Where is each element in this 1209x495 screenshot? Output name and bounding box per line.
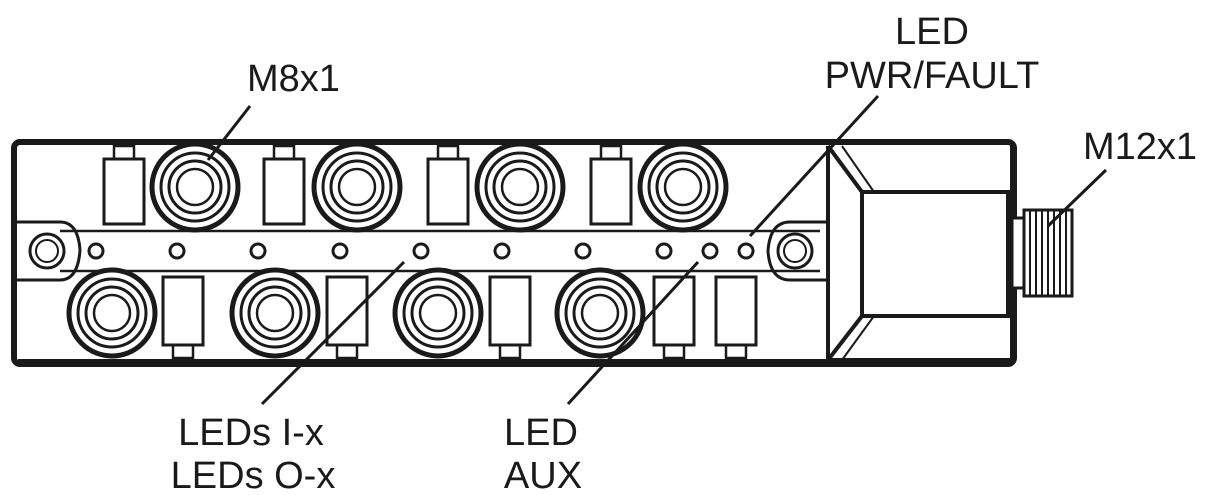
m8-socket — [474, 141, 566, 233]
label-led-pwr-fault-line1: LED — [895, 11, 969, 53]
led-indicator — [655, 242, 673, 260]
m12-connector — [1010, 208, 1074, 298]
leader-line-led-pwr-fault — [748, 94, 880, 238]
label-led-aux-line1: LED — [504, 412, 578, 454]
right-mounting-tab — [766, 220, 830, 282]
label-window — [262, 144, 306, 226]
m8-socket — [229, 267, 321, 359]
label-m12x1: M12x1 — [1083, 126, 1197, 168]
led-aux-indicator — [701, 242, 719, 260]
label-window — [161, 275, 205, 360]
led-indicator — [87, 242, 105, 260]
label-window — [426, 144, 470, 226]
led-indicator — [574, 242, 592, 260]
m8-socket — [392, 267, 484, 359]
mounting-hole-right — [776, 232, 814, 270]
leader-line-m8x1 — [206, 105, 252, 161]
led-indicator — [249, 242, 267, 260]
label-leds-i-x: LEDs I-x — [178, 412, 324, 454]
m8-socket — [149, 141, 241, 233]
leader-line-m12x1 — [1046, 168, 1108, 228]
led-indicator — [168, 242, 186, 260]
label-led-pwr-fault-line2: PWR/FAULT — [825, 55, 1040, 97]
mounting-hole-left — [28, 232, 66, 270]
leader-line-led-aux — [566, 260, 700, 406]
left-mounting-tab — [14, 220, 82, 282]
led-indicator — [412, 242, 430, 260]
led-pwr-fault-indicator — [737, 242, 755, 260]
led-indicator — [331, 242, 349, 260]
m8-socket — [637, 141, 729, 233]
led-indicator — [493, 242, 511, 260]
label-m8x1: M8x1 — [247, 58, 340, 100]
leader-line-leds-io — [260, 260, 406, 406]
m8-socket — [554, 267, 646, 359]
label-window — [714, 275, 758, 360]
label-window — [325, 275, 369, 360]
label-window — [488, 275, 532, 360]
m8-socket — [66, 267, 158, 359]
cable-hood — [826, 144, 1014, 362]
label-led-aux-line2: AUX — [504, 455, 582, 495]
label-window — [589, 144, 633, 226]
m8-socket — [311, 141, 403, 233]
label-leds-o-x: LEDs O-x — [171, 455, 336, 495]
label-window — [102, 144, 146, 226]
